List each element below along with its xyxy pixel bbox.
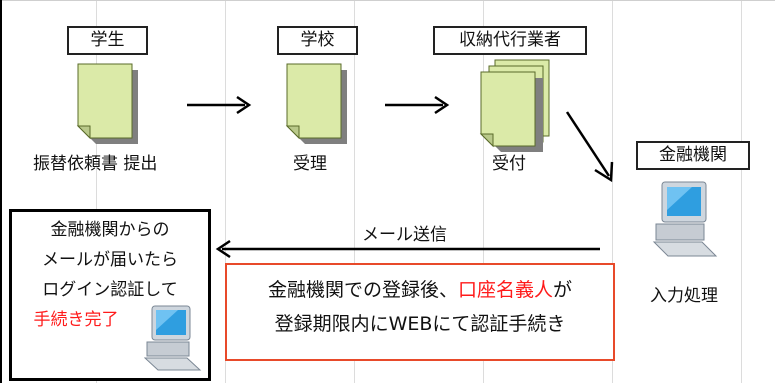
notice-line-1-a: 金融機関での登録後、 — [267, 279, 458, 301]
notice-account-holder: 口座名義人 — [457, 279, 553, 301]
mail-label: メール送信 — [362, 225, 447, 245]
school-label: 学校 — [277, 26, 358, 55]
agent-caption: 受付 — [492, 154, 526, 174]
student-box-line-1: 金融機関からの — [50, 220, 170, 240]
arrow-icon — [565, 111, 614, 183]
student-box-line-3: ログイン認証して — [42, 280, 178, 300]
school-caption: 受理 — [293, 154, 327, 174]
arrow-icon — [385, 95, 450, 115]
notice-box: 金融機関での登録後、口座名義人が 登録期限内にWEBにて認証手続き — [225, 263, 615, 361]
agent-document-stack-icon — [479, 59, 550, 152]
student-box-line-2: メールが届いたら — [42, 250, 178, 270]
student-document-icon — [76, 63, 138, 144]
school-document-icon — [285, 63, 347, 144]
arrow-icon — [187, 95, 252, 115]
notice-line-2: 登録期限内にWEBにて認証手続き — [274, 313, 566, 335]
bank-label: 金融機関 — [636, 141, 750, 170]
student-box-complete: 手続き完了 — [33, 310, 119, 330]
arrow-icon — [215, 239, 600, 259]
student-label: 学生 — [67, 26, 148, 55]
left-border — [0, 0, 2, 383]
bank-caption: 入力処理 — [650, 286, 718, 306]
notice-line-1: 金融機関での登録後、口座名義人が — [227, 277, 613, 303]
top-border — [0, 0, 775, 1]
student-completion-box: 金融機関からの メールが届いたら ログイン認証して 手続き完了 — [9, 209, 211, 381]
notice-line-1-c: が — [553, 279, 573, 301]
student-caption: 振替依頼書 提出 — [33, 154, 158, 174]
bank-computer-icon — [652, 181, 718, 257]
agent-label: 収納代行業者 — [433, 26, 587, 55]
student-computer-icon — [144, 305, 202, 371]
